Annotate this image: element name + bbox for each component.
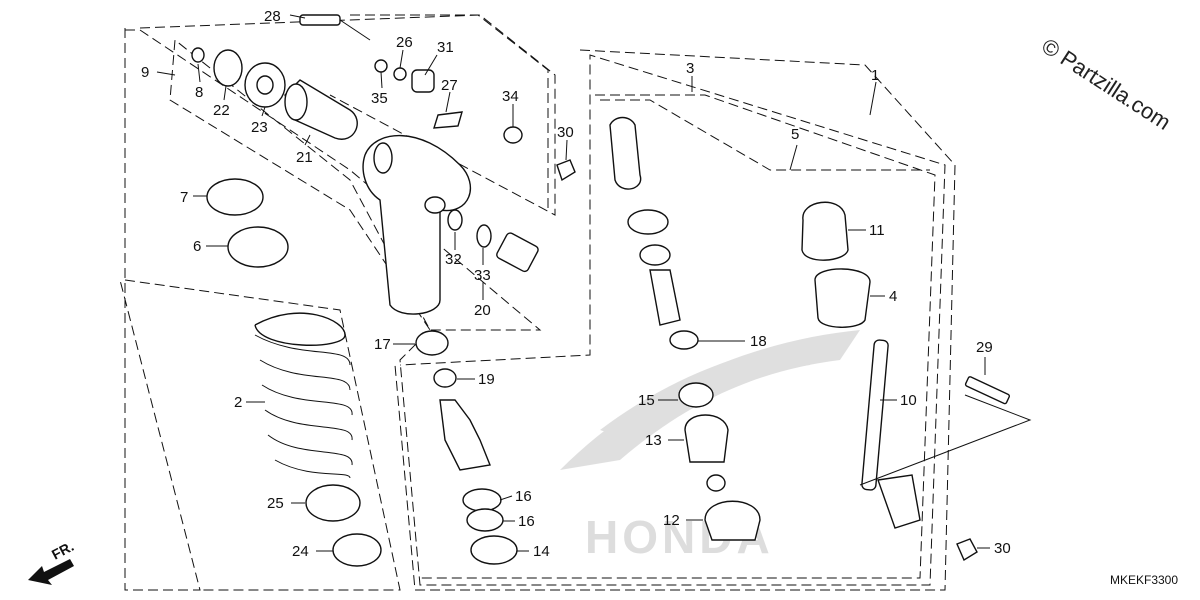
callout-15: 15 [638, 392, 655, 409]
callout-31: 31 [437, 39, 454, 56]
label-27 [433, 111, 463, 129]
o-ring-32 [447, 209, 463, 231]
callout-16-b: 16 [518, 513, 535, 530]
boot-13 [684, 414, 729, 463]
boot-11 [801, 201, 849, 261]
callout-1: 1 [871, 67, 879, 84]
callout-14: 14 [533, 543, 550, 560]
callout-10: 10 [900, 392, 917, 409]
nut-30 [556, 159, 576, 182]
partzilla-watermark: © Partzilla.com [1037, 33, 1175, 135]
callout-22: 22 [213, 102, 230, 119]
bushing-18 [669, 330, 699, 350]
callout-20: 20 [474, 302, 491, 319]
damper-body [362, 134, 471, 315]
callout-24: 24 [292, 543, 309, 560]
callout-2: 2 [234, 394, 242, 411]
front-direction-arrow: FR. [28, 538, 76, 585]
spring-2-top [254, 312, 346, 346]
adjuster-nut-6 [227, 226, 289, 268]
callout-35: 35 [371, 90, 388, 107]
rod-10 [861, 339, 889, 491]
callout-8: 8 [195, 84, 203, 101]
callout-30-lower: 30 [994, 540, 1011, 557]
o-ring-33 [476, 224, 492, 248]
callout-13: 13 [645, 432, 662, 449]
linkage-parts [801, 201, 1032, 562]
adjuster-20 [496, 232, 539, 273]
callout-16-a: 16 [515, 488, 532, 505]
washer-34 [503, 126, 523, 144]
nut-31 [411, 69, 435, 93]
bump-rubber [439, 399, 491, 471]
washer-16a [462, 488, 502, 512]
callout-34: 34 [502, 88, 519, 105]
callout-6: 6 [193, 238, 201, 255]
callout-4: 4 [889, 288, 897, 305]
callout-30-upper: 30 [557, 124, 574, 141]
bushing-14 [470, 535, 518, 565]
callout-29: 29 [976, 339, 993, 356]
leader-lines [156, 14, 990, 552]
spring-parts [206, 178, 449, 567]
seat-25 [305, 484, 361, 522]
callout-32: 32 [445, 251, 462, 268]
callout-18: 18 [750, 333, 767, 350]
o-ring-22 [213, 49, 243, 87]
bolt-29 [964, 376, 1011, 405]
diagram-code: MKEKF3300 [1110, 573, 1178, 587]
bolt-28 [299, 14, 341, 26]
callout-19: 19 [478, 371, 495, 388]
callout-21: 21 [296, 149, 313, 166]
callout-5: 5 [791, 126, 799, 143]
callout-25: 25 [267, 495, 284, 512]
callout-12: 12 [663, 512, 680, 529]
seal-26 [393, 67, 407, 81]
callout-17: 17 [374, 336, 391, 353]
seal-35 [374, 59, 388, 73]
callout-26: 26 [396, 34, 413, 51]
clevis [877, 474, 921, 529]
callout-11: 11 [869, 222, 885, 239]
stopper-ring-17 [415, 330, 449, 356]
assembly-frames [119, 14, 956, 591]
valve-8 [191, 47, 205, 63]
locknut-7 [206, 178, 264, 216]
cap-12 [704, 500, 761, 541]
ring-24 [332, 533, 382, 567]
callout-33: 33 [474, 267, 491, 284]
rod-seal-stack [609, 116, 642, 190]
callout-3: 3 [686, 60, 694, 77]
callout-27: 27 [441, 77, 458, 94]
shock-body-parts [191, 14, 576, 315]
callout-23: 23 [251, 119, 268, 136]
nut-19 [433, 368, 457, 388]
damper-rod-parts [433, 116, 761, 565]
callout-numbers: 28 26 31 9 8 22 23 35 27 21 34 30 3 1 5 … [141, 8, 1011, 560]
nut-30-lower [956, 538, 978, 562]
callout-28: 28 [264, 8, 281, 25]
washer-16b [466, 508, 504, 532]
callout-9: 9 [141, 64, 149, 81]
honda-wing-logo [560, 330, 860, 470]
direction-label: FR. [49, 538, 76, 563]
ring-15 [678, 382, 714, 408]
callout-7: 7 [180, 189, 188, 206]
sleeve-4 [814, 268, 871, 328]
